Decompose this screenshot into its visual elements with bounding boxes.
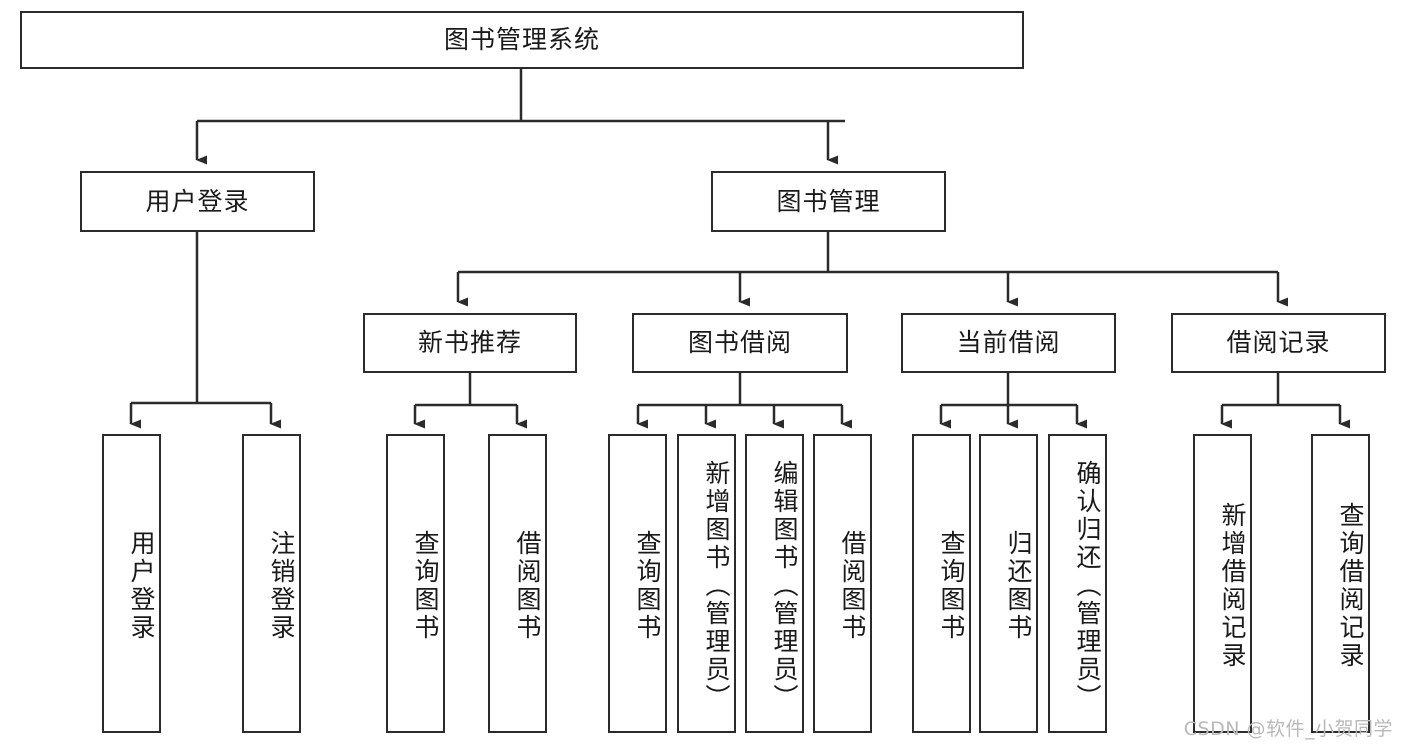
node-label: 新书推荐: [417, 328, 522, 358]
node-leaf-cur-return[interactable]: 归还图书: [979, 434, 1038, 733]
node-label: 注销登录: [267, 529, 296, 642]
node-label: 归还图书: [1004, 529, 1033, 642]
node-root[interactable]: 图书管理系统: [20, 11, 1024, 69]
node-leaf-record-search[interactable]: 查询借阅记录: [1311, 434, 1370, 733]
node-label: 图书管理: [776, 186, 881, 216]
node-label: 编辑图书（管理员）: [770, 459, 799, 712]
node-leaf-borrow-lend[interactable]: 借阅图书: [813, 434, 872, 733]
node-label: 查询图书: [937, 529, 966, 642]
node-leaf-rec-query[interactable]: 查询图书: [386, 434, 445, 733]
node-label: 查询借阅记录: [1336, 501, 1365, 670]
node-leaf-record-add[interactable]: 新增借阅记录: [1193, 434, 1252, 733]
node-label: 查询图书: [411, 529, 440, 642]
node-leaf-cur-query[interactable]: 查询图书: [912, 434, 971, 733]
node-new-book-rec[interactable]: 新书推荐: [363, 313, 577, 373]
node-label: 新增图书（管理员）: [702, 459, 731, 712]
node-label: 借阅图书: [513, 529, 542, 642]
node-label: 确认归还（管理员）: [1073, 459, 1102, 712]
node-leaf-borrow-edit[interactable]: 编辑图书（管理员）: [745, 434, 804, 733]
node-current-borrow[interactable]: 当前借阅: [901, 313, 1116, 373]
node-leaf-rec-borrow[interactable]: 借阅图书: [488, 434, 547, 733]
node-borrow-record[interactable]: 借阅记录: [1171, 313, 1386, 373]
node-label: 图书借阅: [687, 328, 792, 358]
watermark-text: CSDN @软件_小贺同学: [1183, 718, 1393, 740]
node-label: 查询图书: [633, 529, 662, 642]
node-leaf-user-login[interactable]: 用户登录: [102, 434, 161, 733]
node-label: 当前借阅: [956, 328, 1061, 358]
node-book-manage[interactable]: 图书管理: [711, 171, 946, 232]
node-leaf-logout[interactable]: 注销登录: [242, 434, 301, 733]
node-user-login[interactable]: 用户登录: [80, 171, 315, 232]
node-label: 借阅记录: [1226, 328, 1331, 358]
node-label: 借阅图书: [838, 529, 867, 642]
node-label: 图书管理系统: [443, 25, 600, 55]
node-leaf-borrow-add[interactable]: 新增图书（管理员）: [677, 434, 736, 733]
node-leaf-cur-confirm[interactable]: 确认归还（管理员）: [1048, 434, 1107, 733]
node-label: 用户登录: [127, 529, 156, 642]
node-label: 新增借阅记录: [1218, 501, 1247, 670]
node-leaf-borrow-query[interactable]: 查询图书: [608, 434, 667, 733]
node-label: 用户登录: [145, 186, 250, 216]
node-book-borrow[interactable]: 图书借阅: [632, 313, 848, 373]
